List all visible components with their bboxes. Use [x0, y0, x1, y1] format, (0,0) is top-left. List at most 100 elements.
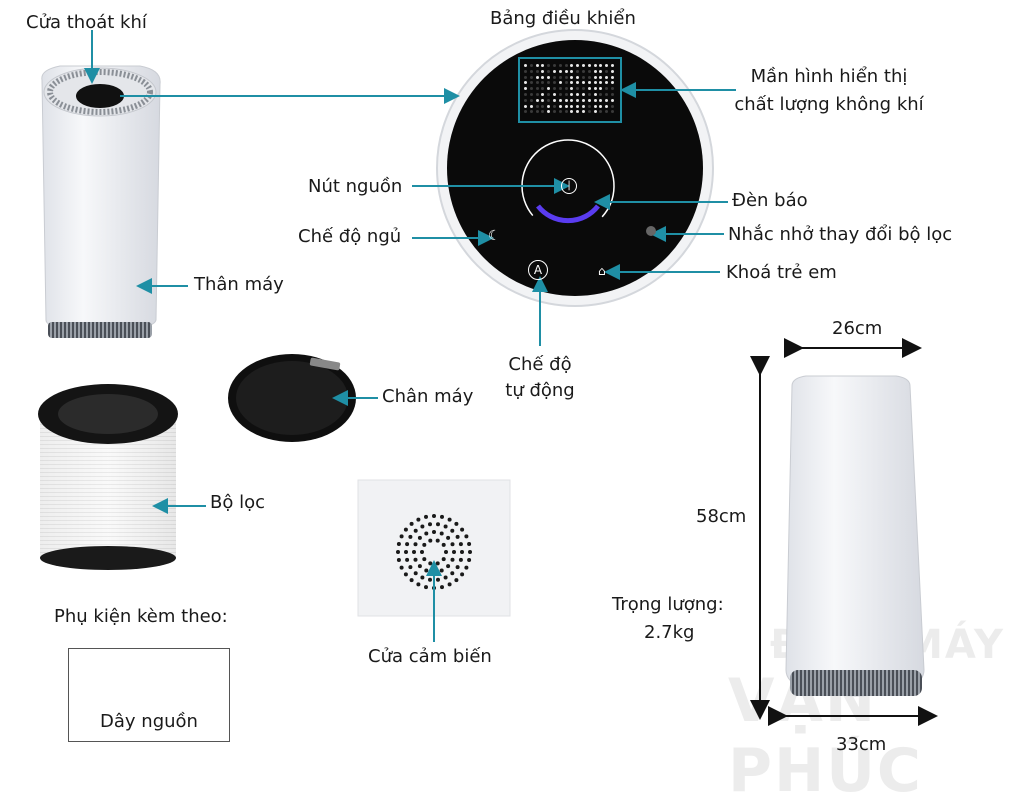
sensor-hole	[424, 585, 428, 589]
display-dot	[588, 87, 591, 90]
power-icon: |	[561, 178, 577, 194]
display-dot	[530, 99, 533, 102]
display-dot	[559, 70, 562, 73]
sensor-hole	[442, 557, 446, 561]
display-dot	[594, 110, 597, 113]
auto-icon: A	[528, 260, 548, 280]
display-dot	[582, 64, 585, 67]
sensor-hole	[448, 582, 452, 586]
label-sleep-mode: Chế độ ngủ	[298, 226, 401, 248]
display-dot	[582, 70, 585, 73]
display-dot	[582, 99, 585, 102]
display-dot	[588, 64, 591, 67]
sensor-hole	[418, 564, 422, 568]
display-dot	[559, 64, 562, 67]
label-body: Thân máy	[194, 274, 284, 296]
display-dot	[559, 105, 562, 108]
display-dot	[605, 81, 608, 84]
moon-icon: ☾	[488, 228, 501, 244]
display-dot	[553, 76, 556, 79]
display-dot	[565, 110, 568, 113]
display-dot	[553, 70, 556, 73]
display-dot	[530, 64, 533, 67]
sensor-hole	[467, 542, 471, 546]
display-dot	[582, 76, 585, 79]
display-dot	[559, 99, 562, 102]
sensor-hole	[404, 528, 408, 532]
display-dot	[576, 99, 579, 102]
spec-height: 58cm	[696, 506, 746, 528]
display-dot	[576, 105, 579, 108]
display-dot	[553, 87, 556, 90]
display-dot	[524, 110, 527, 113]
sensor-hole	[405, 542, 409, 546]
label-outlet: Cửa thoát khí	[26, 12, 147, 34]
sensor-hole	[442, 543, 446, 547]
sensor-hole	[454, 578, 458, 582]
display-dot	[576, 81, 579, 84]
display-dot	[565, 76, 568, 79]
display-dot	[524, 64, 527, 67]
display-dot	[605, 105, 608, 108]
display-dot	[588, 70, 591, 73]
sensor-hole	[420, 576, 424, 580]
display-dot	[541, 93, 544, 96]
sensor-hole	[436, 522, 440, 526]
display-dot	[530, 105, 533, 108]
sensor-hole	[460, 550, 464, 554]
sensor-hole	[440, 515, 444, 519]
sensor-hole	[464, 566, 468, 570]
label-indicator: Đèn báo	[732, 190, 808, 212]
sensor-hole	[456, 565, 460, 569]
label-power-cord: Dây nguồn	[69, 711, 229, 733]
sensor-hole	[467, 558, 471, 562]
display-dot	[547, 87, 550, 90]
display-dot	[594, 105, 597, 108]
sensor-hole	[396, 550, 400, 554]
display-dot	[536, 76, 539, 79]
sensor-hole	[404, 550, 408, 554]
sensor-hole	[414, 558, 418, 562]
display-dot	[524, 76, 527, 79]
display-dot	[582, 87, 585, 90]
sensor-hole	[459, 542, 463, 546]
label-control-panel: Bảng điều khiển	[490, 8, 636, 30]
display-dot	[559, 93, 562, 96]
sensor-hole	[424, 515, 428, 519]
display-dot	[611, 87, 614, 90]
sensor-hole	[459, 558, 463, 562]
display-dot	[576, 70, 579, 73]
sensor-hole	[412, 550, 416, 554]
display-dot	[536, 105, 539, 108]
sensor-hole	[444, 576, 448, 580]
display-dot	[570, 64, 573, 67]
display-dot	[611, 93, 614, 96]
spec-width-top: 26cm	[832, 318, 882, 340]
display-dot	[570, 87, 573, 90]
label-accessories: Phụ kiện kèm theo:	[54, 606, 228, 628]
spec-width-bottom: 33cm	[836, 734, 886, 756]
sensor-hole	[436, 578, 440, 582]
sensor-hole	[448, 518, 452, 522]
sensor-hole	[410, 522, 414, 526]
display-dot	[541, 99, 544, 102]
display-dot	[524, 87, 527, 90]
display-dot	[605, 64, 608, 67]
display-dot	[541, 64, 544, 67]
display-dot	[576, 93, 579, 96]
display-dot	[559, 76, 562, 79]
display-dot	[588, 93, 591, 96]
display-dot	[611, 81, 614, 84]
sensor-hole	[464, 534, 468, 538]
display-dot	[588, 99, 591, 102]
display-dot	[611, 105, 614, 108]
display-dot	[541, 70, 544, 73]
display-dot	[541, 105, 544, 108]
display-dot	[565, 105, 568, 108]
sensor-hole	[450, 529, 454, 533]
sensor-hole	[451, 542, 455, 546]
display-dot	[570, 110, 573, 113]
display-dot	[530, 93, 533, 96]
sensor-hole	[400, 534, 404, 538]
display-dot	[599, 110, 602, 113]
